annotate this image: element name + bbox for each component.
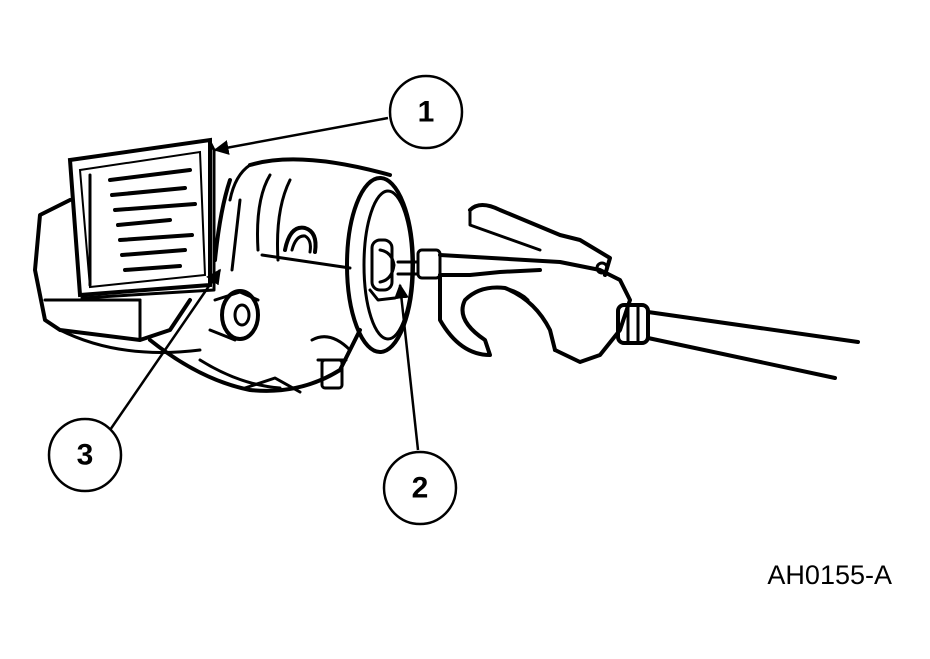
callout-3: 3: [47, 417, 123, 493]
callout-1-label: 1: [418, 96, 435, 129]
callout-2-leader: [394, 283, 420, 451]
air-nozzle-tool: [396, 203, 860, 380]
figure-id-label: AH0155-A: [767, 560, 892, 590]
callout-1: 1: [388, 74, 464, 150]
callout-1-leader: [213, 116, 389, 155]
callout-2-label: 2: [412, 472, 429, 505]
lock-cylinder-illustration: [33, 157, 415, 394]
warning-card: [67, 137, 216, 300]
callout-3-label: 3: [77, 439, 94, 472]
callout-2: 2: [382, 450, 458, 526]
callout-3-leader: [108, 268, 222, 431]
